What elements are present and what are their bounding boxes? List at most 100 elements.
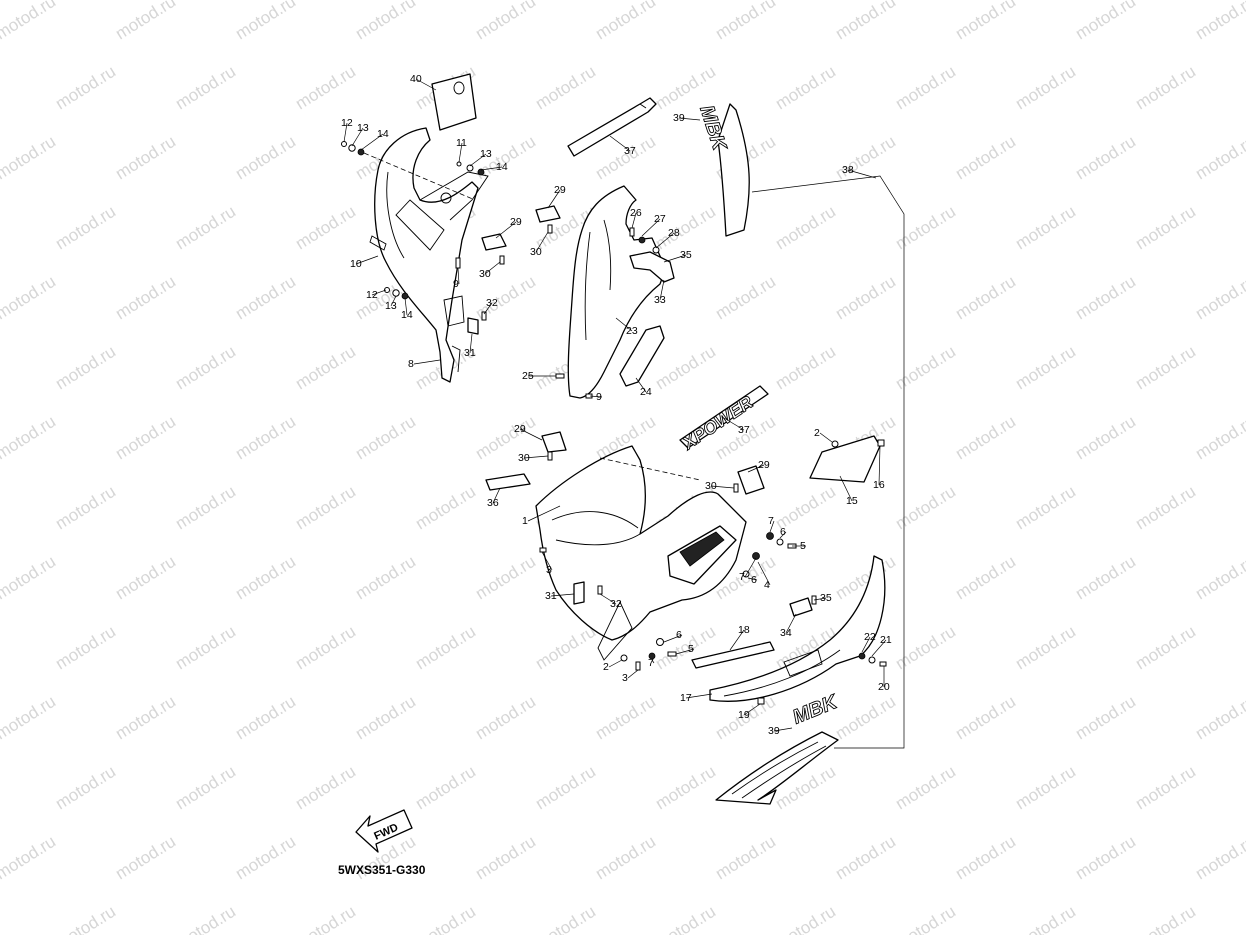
callout-18: 18	[729, 624, 750, 651]
callout-4: 4	[757, 561, 771, 591]
leader-line	[659, 279, 665, 301]
watermark-text: motod.ru	[112, 692, 179, 744]
watermark-text: motod.ru	[832, 272, 899, 324]
watermark-text: motod.ru	[0, 412, 59, 464]
callout-34: 34	[780, 613, 797, 639]
watermark-text: motod.ru	[172, 762, 239, 814]
watermark-text: motod.ru	[352, 0, 419, 43]
leader-line	[413, 359, 441, 365]
watermark-text: motod.ru	[232, 132, 299, 184]
leader-line	[495, 221, 517, 239]
watermark-text: motod.ru	[1132, 762, 1199, 814]
watermark-text: motod.ru	[472, 692, 539, 744]
callout-number: 6	[751, 574, 757, 586]
watermark-text: motod.ru	[1012, 762, 1079, 814]
callout-number: 33	[654, 294, 666, 306]
callout-5: 5	[675, 643, 695, 655]
callout-number: 9	[453, 278, 459, 290]
callout-number: 29	[554, 184, 566, 196]
watermark-text: motod.ru	[772, 342, 839, 394]
callout-number: 6	[676, 629, 682, 641]
watermark-text: motod.ru	[292, 202, 359, 254]
watermark-text: motod.ru	[952, 272, 1019, 324]
watermark-text: motod.ru	[1192, 412, 1246, 464]
callout-6: 6	[747, 574, 758, 586]
front-cowl-1	[485, 431, 797, 671]
callout-number: 34	[780, 627, 792, 639]
leader-line	[747, 464, 765, 473]
leader-line	[547, 189, 561, 209]
leader-line	[457, 267, 460, 285]
side-cowl-23	[555, 185, 675, 399]
callout-13: 13	[385, 295, 397, 312]
watermark-text: motod.ru	[652, 762, 719, 814]
leader-line	[343, 122, 348, 143]
watermark-text: motod.ru	[232, 272, 299, 324]
callout-number: 10	[350, 258, 362, 270]
leader-line	[609, 135, 631, 152]
leader-line	[769, 520, 775, 533]
leader-line	[651, 659, 655, 664]
callout-number: 3	[546, 564, 552, 576]
watermark-text: motod.ru	[952, 0, 1019, 43]
watermark-text: motod.ru	[232, 692, 299, 744]
watermark-text: motod.ru	[1072, 132, 1139, 184]
watermark-text: motod.ru	[472, 832, 539, 884]
leader-line	[743, 703, 761, 716]
watermark-text: motod.ru	[1192, 692, 1246, 744]
watermark-text: motod.ru	[52, 622, 119, 674]
watermark-text: motod.ru	[112, 132, 179, 184]
callout-number: 23	[626, 325, 638, 337]
callout-number: 32	[486, 297, 498, 309]
leader-line	[541, 551, 553, 571]
callout-23: 23	[615, 317, 638, 337]
leader-line	[615, 317, 633, 332]
callout-number: 14	[401, 309, 413, 321]
watermark-text: motod.ru	[892, 762, 959, 814]
bracket-29-upper	[481, 205, 561, 265]
leader-line	[599, 593, 617, 605]
part-15-panel	[809, 435, 885, 483]
callout-37: 37	[609, 135, 636, 157]
watermark-text: motod.ru	[0, 692, 59, 744]
watermark-text: motod.ru	[1072, 272, 1139, 324]
watermark-text: motod.ru	[1012, 62, 1079, 114]
callout-7: 7	[768, 515, 775, 533]
callout-number: 12	[366, 289, 378, 301]
watermark-text: motod.ru	[472, 552, 539, 604]
brand-decal-lower: MBK	[790, 691, 842, 729]
callout-number: 13	[357, 122, 369, 134]
leader-line	[480, 166, 503, 171]
callout-number: 35	[680, 249, 692, 261]
watermark-text: motod.ru	[412, 902, 479, 935]
leader-line	[675, 648, 695, 655]
side-panel-17	[691, 555, 887, 705]
leader-line	[351, 127, 364, 147]
callout-32: 32	[483, 297, 498, 315]
watermark-text: motod.ru	[532, 622, 599, 674]
callout-number: 28	[668, 227, 680, 239]
callout-number: 32	[610, 598, 622, 610]
watermark-text: motod.ru	[1012, 482, 1079, 534]
callout-number: 19	[738, 709, 750, 721]
callout-35: 35	[663, 249, 692, 263]
callout-number: 29	[514, 423, 526, 435]
leader-line	[744, 557, 757, 578]
callout-40: 40	[410, 73, 437, 91]
callout-number: 38	[842, 164, 854, 176]
watermark-text: motod.ru	[652, 902, 719, 935]
watermark-text: motod.ru	[52, 202, 119, 254]
callout-12: 12	[341, 117, 353, 143]
leader-line	[523, 455, 549, 459]
callout-number: 40	[410, 73, 422, 85]
callout-number: 14	[496, 161, 508, 173]
callout-number: 8	[408, 358, 414, 370]
watermark-text: motod.ru	[472, 0, 539, 43]
callout-number: 7	[739, 571, 745, 583]
watermark-text: motod.ru	[172, 622, 239, 674]
watermark-text: motod.ru	[832, 692, 899, 744]
watermark-text: motod.ru	[52, 762, 119, 814]
watermark-text: motod.ru	[232, 832, 299, 884]
callout-29: 29	[747, 459, 770, 473]
leader-line	[729, 629, 745, 651]
